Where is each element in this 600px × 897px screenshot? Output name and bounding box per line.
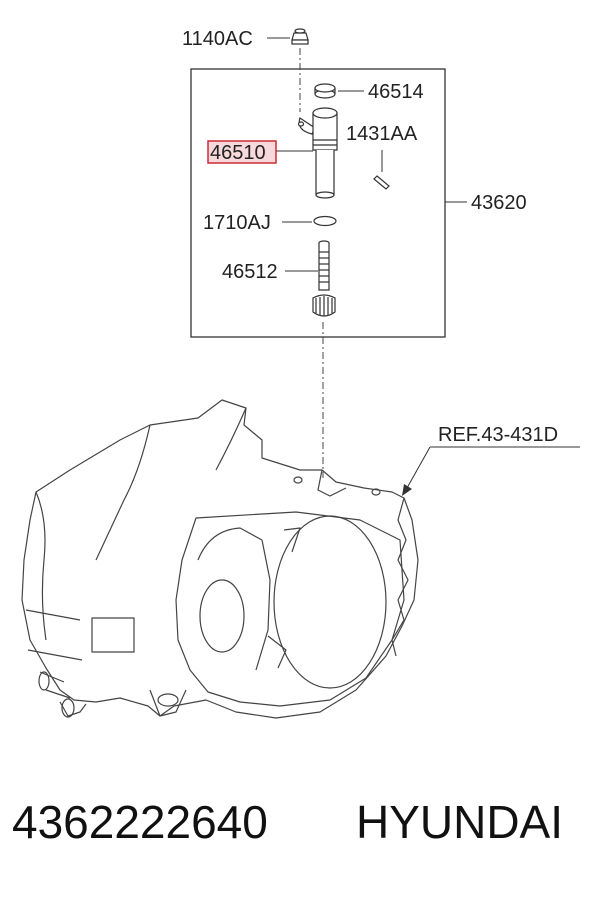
label-oring: 1710AJ: [203, 212, 271, 234]
footer: 4362222640 HYUNDAI: [0, 795, 600, 865]
label-driven-gear: 46512: [222, 261, 278, 283]
driven-gear-part: [312, 240, 336, 317]
reference-leader: [406, 446, 431, 489]
label-highlighted-part: 46510: [210, 142, 266, 164]
label-bolt: 1140AC: [182, 28, 253, 50]
bolt-part: [291, 28, 309, 45]
highlight-box: [207, 140, 277, 164]
label-pin: 1431AA: [346, 123, 418, 145]
label-assembly: 43620: [471, 192, 527, 214]
oring-part: [313, 215, 337, 227]
brand-name: HYUNDAI: [356, 796, 564, 848]
label-reference: REF.43-431D: [438, 424, 558, 446]
speed-sensor-part: [297, 107, 338, 199]
reference-arrowhead: [402, 484, 412, 496]
transmission-housing: [21, 399, 419, 719]
pin-part: [373, 175, 390, 190]
label-cap: 46514: [368, 81, 424, 103]
assembly-box: [190, 68, 446, 338]
cap-part: [314, 83, 336, 99]
part-number: 4362222640: [12, 796, 268, 848]
